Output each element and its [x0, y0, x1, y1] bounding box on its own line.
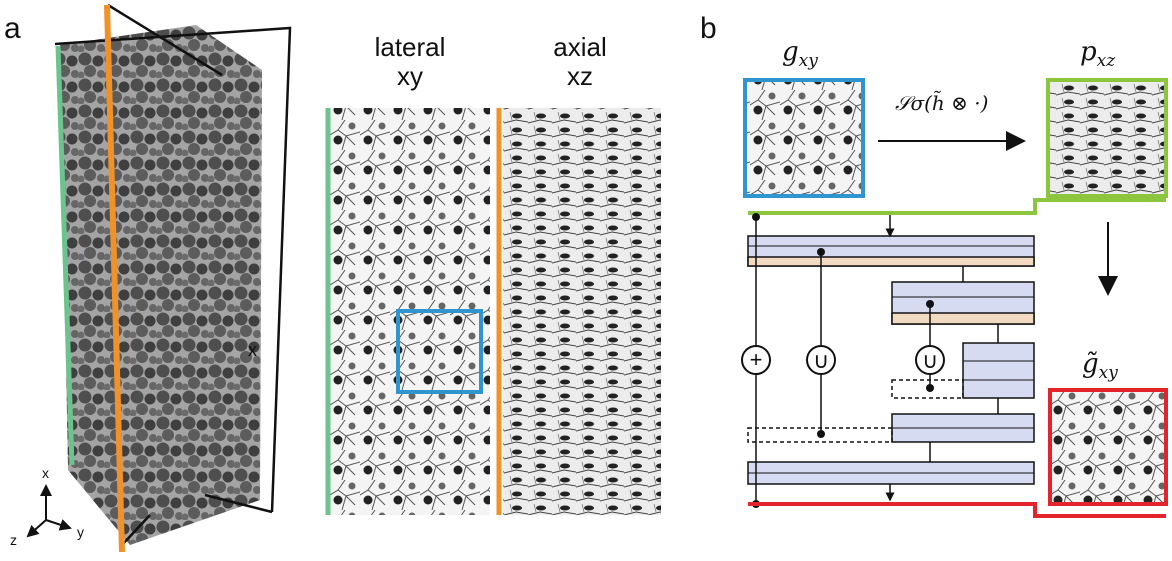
network-blocks: [747, 215, 1035, 502]
concat-operator-2: [915, 345, 945, 375]
projection-frame: [1046, 78, 1168, 198]
projection-symbol: pxz: [1080, 37, 1116, 71]
skip-connections: + ∪ ∪: [741, 213, 945, 508]
axial-subtitle: xz: [567, 61, 593, 91]
axial-title: axial: [553, 32, 606, 62]
volume-frame-front: [107, 3, 223, 546]
output-signal-line: [748, 502, 1166, 518]
axis-z-label: z: [10, 532, 17, 548]
output-frame: [1048, 388, 1168, 506]
add-operator: [741, 345, 771, 375]
panel-a: a x x y z lateral xy axial xz: [4, 3, 661, 553]
panel-b-letter: b: [700, 12, 717, 45]
axial-plane-edge: [104, 4, 125, 553]
orientation-axes: x y z: [10, 465, 84, 548]
degradation-operator: 𝒮σ(h̃ ⊗ ·): [895, 91, 988, 115]
output-symbol: g̃xy: [1082, 349, 1118, 383]
axial-xz-slice: [503, 108, 661, 515]
axis-x-label: x: [42, 465, 49, 481]
volume-frame-back: [54, 26, 292, 514]
axis-y-label: y: [77, 524, 84, 540]
volume-x-label: x: [248, 340, 257, 360]
lateral-title: lateral: [375, 32, 446, 62]
bottleneck-block: [962, 342, 1035, 399]
input-signal-line: [748, 198, 1166, 215]
roi-box: [396, 309, 483, 394]
output-patch: [1050, 390, 1166, 504]
input-symbol: gxy: [782, 37, 818, 71]
input-patch: [745, 80, 863, 196]
projection-patch: [1048, 80, 1166, 196]
cell-volume-render: [60, 25, 262, 545]
input-frame: [743, 78, 865, 198]
panel-b: b gxy 𝒮σ(h̃ ⊗ ·) pxz: [700, 12, 1168, 518]
concat-operator-1-symbol: ∪: [813, 348, 829, 373]
lateral-subtitle: xy: [397, 61, 423, 91]
concat-operator-1: [806, 345, 836, 375]
add-operator-symbol: +: [750, 347, 763, 372]
panel-a-letter: a: [4, 12, 21, 45]
concat-operator-2-symbol: ∪: [922, 348, 938, 373]
lateral-plane-edge: [55, 45, 75, 466]
